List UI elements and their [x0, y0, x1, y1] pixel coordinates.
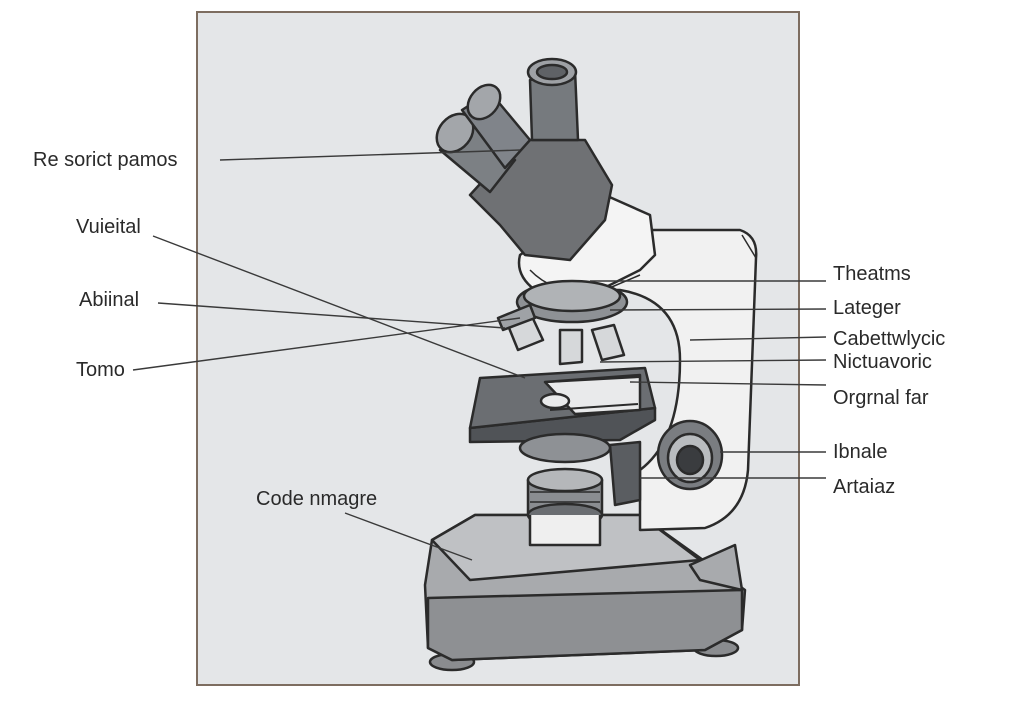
leader-re-sorict-pamos: [219, 149, 521, 161]
label-code-nmagre: Code nmagre: [256, 488, 378, 510]
leader-cabettwlycic: [689, 336, 827, 341]
label-theatms: Theatms: [833, 263, 911, 285]
label-vuieital: Vuieital: [76, 216, 141, 238]
label-re-sorict-pamos: Re sorict pamos: [33, 149, 178, 171]
label-abiinal: Abiinal: [79, 289, 140, 311]
leader-tomo: [132, 317, 521, 371]
leader-vuieital: [152, 235, 526, 379]
label-nictuavoric: Nictuavoric: [833, 351, 932, 373]
leader-code-nmagre: [344, 512, 473, 561]
label-cabettwlycic: Cabettwlycic: [833, 328, 946, 350]
nosepiece-objectives: [496, 279, 629, 366]
microscope-base: [423, 513, 747, 672]
leader-lines: [132, 149, 827, 561]
label-tomo: Tomo: [76, 359, 125, 381]
label-lateger: Lateger: [833, 297, 901, 319]
lower-optics: [518, 419, 724, 547]
eyepiece-assembly: [435, 57, 614, 262]
leader-abiinal: [157, 302, 506, 329]
leader-orgrnal-far: [629, 381, 827, 386]
label-artaiaz: Artaiaz: [833, 476, 896, 498]
microscope-stage: [468, 366, 657, 444]
leader-nictuavoric: [599, 359, 827, 363]
label-ibnale: Ibnale: [833, 441, 888, 463]
label-orgrnal-far: Orgrnal far: [833, 387, 929, 409]
leader-lateger: [609, 308, 827, 311]
